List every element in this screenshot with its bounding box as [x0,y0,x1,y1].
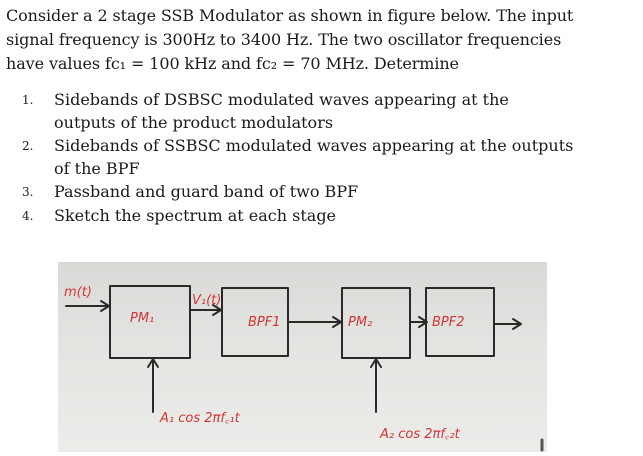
question-number: 3. [22,185,34,199]
question-number: 4. [22,209,34,223]
osc1-label: A₁ cos 2πf꜀₁t [159,411,241,426]
block-diagram-photo: m(t) PM₁ V₁(t) BPF1 PM₂ BPF2 A₁ cos 2πf꜀… [58,262,547,452]
osc2-label: A₂ cos 2πf꜀₂t [379,427,461,442]
question-item-3: 3. Passband and guard band of two BPF [22,180,638,204]
pm1-label: PM₁ [130,311,154,326]
bpf1-label: BPF1 [248,315,281,330]
intro-line-1: Consider a 2 stage SSB Modulator as show… [6,6,574,25]
v1-label: V₁(t) [192,293,221,308]
pm1-block [109,285,191,359]
question-text: Sketch the spectrum at each stage [54,206,337,225]
question-text: Sidebands of DSBSC modulated waves appea… [54,90,509,109]
question-text: Sidebands of SSBSC modulated waves appea… [54,136,574,155]
question-text: outputs of the product modulators [54,113,334,132]
bpf2-label: BPF2 [432,315,465,330]
pm2-label: PM₂ [348,315,372,330]
question-item-4: 4. Sketch the spectrum at each stage [22,204,638,228]
intro-line-2: signal frequency is 300Hz to 3400 Hz. Th… [6,30,562,49]
input-label: m(t) [64,285,92,300]
problem-statement: Consider a 2 stage SSB Modulator as show… [6,4,640,76]
question-item-2: 2. Sidebands of SSBSC modulated waves ap… [22,134,638,180]
block-diagram: m(t) PM₁ V₁(t) BPF1 PM₂ BPF2 A₁ cos 2πf꜀… [64,285,544,452]
question-list: 1. Sidebands of DSBSC modulated waves ap… [22,88,638,228]
question-number: 2. [22,139,34,153]
question-item-1: 1. Sidebands of DSBSC modulated waves ap… [22,88,638,134]
intro-line-3: have values fc₁ = 100 kHz and fc₂ = 70 M… [6,54,459,73]
question-text: Passband and guard band of two BPF [54,182,359,201]
bpf2-block [425,287,495,357]
question-number: 1. [22,93,34,107]
question-text: of the BPF [54,159,140,178]
